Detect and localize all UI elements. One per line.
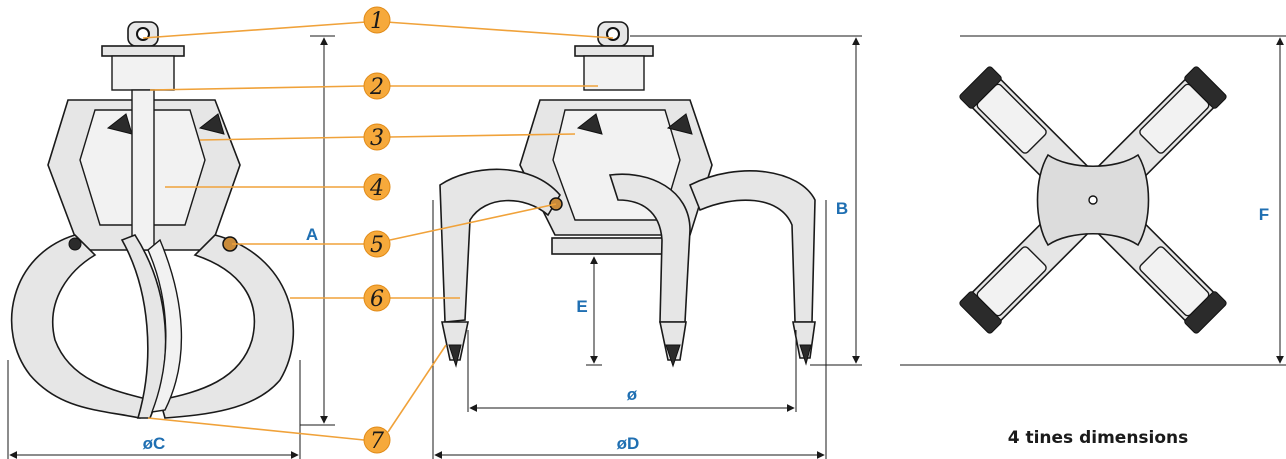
callout-6: 6 (363, 284, 391, 312)
callout-7-number: 7 (370, 429, 384, 454)
open-grab-drawing (439, 21, 816, 368)
top-view-caption: 4 tines dimensions (1008, 428, 1189, 448)
callout-3-number: 3 (370, 126, 384, 151)
dimension-label-o: ø (627, 385, 638, 404)
callout-2-number: 2 (369, 75, 384, 100)
dimension-label-b: B (836, 199, 848, 218)
closed-grab-drawing (10, 21, 295, 419)
callout-1: 1 (363, 6, 391, 34)
callout-5: 5 (363, 230, 391, 258)
callout-3: 3 (363, 123, 391, 151)
callout-6-number: 6 (370, 287, 384, 312)
dimension-lines (7, 35, 1286, 459)
callout-leaders (142, 21, 614, 441)
callout-4-number: 4 (369, 176, 384, 201)
callout-1-number: 1 (370, 9, 384, 34)
callout-4: 4 (363, 173, 391, 201)
callout-2: 2 (363, 72, 391, 100)
dimension-label-od: øD (617, 434, 640, 453)
dimension-label-f: F (1259, 205, 1269, 224)
dimension-label-oc: øC (143, 434, 166, 453)
top-view-drawing (959, 66, 1227, 334)
callout-7: 7 (363, 426, 391, 454)
dimension-label-a: A (306, 225, 318, 244)
callout-5-number: 5 (370, 233, 384, 258)
dimension-label-e: E (576, 297, 587, 316)
